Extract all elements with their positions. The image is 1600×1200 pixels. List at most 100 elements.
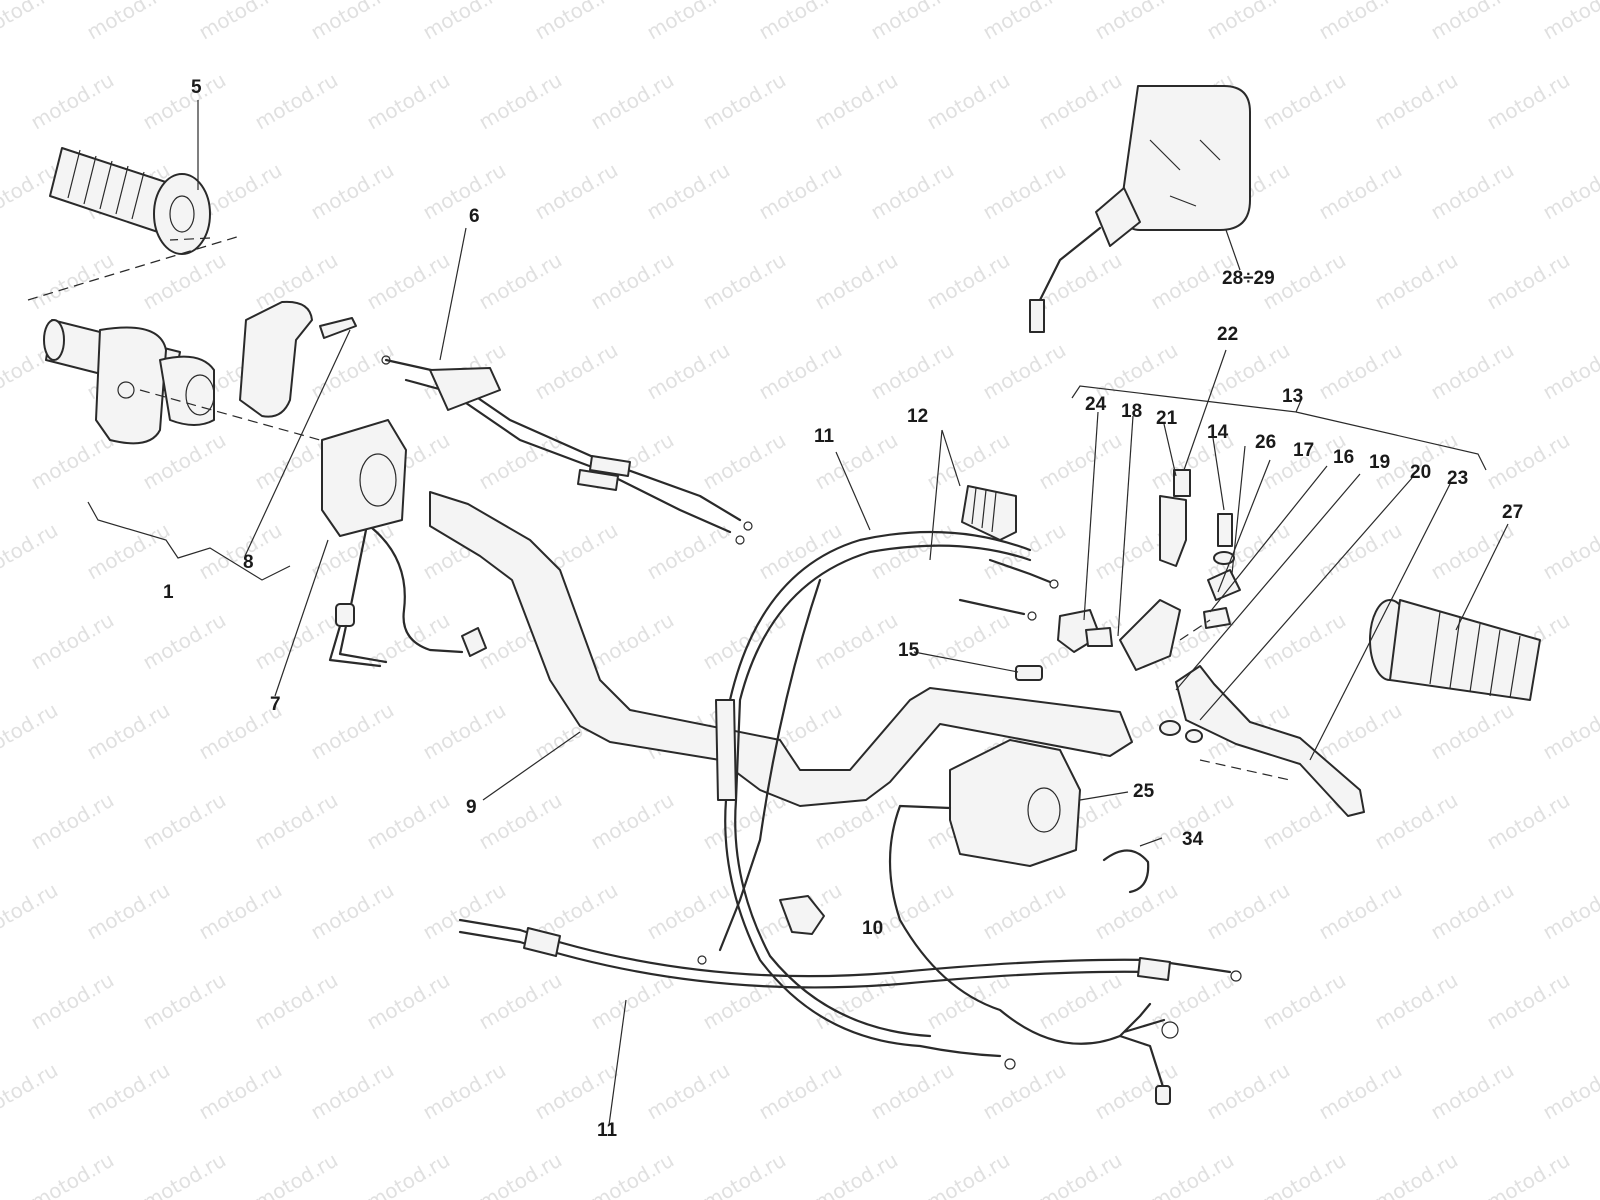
watermark-text: motod.ru — [419, 0, 510, 44]
right-grip — [1369, 599, 1541, 701]
watermark-text: motod.ru — [307, 878, 398, 945]
watermark-text: motod.ru — [1203, 0, 1294, 44]
callout-21: 21 — [1156, 408, 1178, 429]
watermark-text: motod.ru — [419, 878, 510, 945]
watermark-text: motod.ru — [1595, 248, 1600, 315]
watermark-text: motod.ru — [1539, 0, 1600, 44]
watermark-text: motod.ru — [1483, 68, 1574, 135]
watermark-text: motod.ru — [1035, 68, 1126, 135]
watermark-text: motod.ru — [1483, 968, 1574, 1035]
watermark-text: motod.ru — [1595, 608, 1600, 675]
watermark-text: motod.ru — [195, 0, 286, 44]
watermark-text: motod.ru — [83, 698, 174, 765]
watermark-text: motod.ru — [979, 1058, 1070, 1125]
watermark-text: motod.ru — [1091, 0, 1182, 44]
watermark-text: motod.ru — [867, 1058, 958, 1125]
watermark-text: motod.ru — [419, 698, 510, 765]
watermark-text: motod.ru — [139, 788, 230, 855]
watermark-text: motod.ru — [363, 248, 454, 315]
watermark-text: motod.ru — [699, 1148, 790, 1200]
watermark-text: motod.ru — [139, 968, 230, 1035]
throttle-cables — [381, 355, 753, 545]
callout-12: 12 — [907, 406, 928, 427]
callout-24: 24 — [1085, 394, 1107, 415]
watermark-text: motod.ru — [699, 68, 790, 135]
callout-16: 16 — [1333, 447, 1354, 468]
watermark-text: motod.ru — [643, 338, 734, 405]
watermark-text: motod.ru — [1427, 1058, 1518, 1125]
watermark-text: motod.ru — [1035, 248, 1126, 315]
watermark-text: motod.ru — [979, 0, 1070, 44]
watermark-text: motod.ru — [419, 1058, 510, 1125]
watermark-text: motod.ru — [1539, 338, 1600, 405]
watermark-text: motod.ru — [1203, 518, 1294, 585]
callout-8: 8 — [243, 552, 254, 573]
watermark-text: motod.ru — [755, 1058, 846, 1125]
watermark-text: motod.ru — [1371, 968, 1462, 1035]
watermark-text: motod.ru — [699, 428, 790, 495]
watermark-text: motod.ru — [27, 788, 118, 855]
watermark-text: motod.ru — [531, 1058, 622, 1125]
watermark-text: motod.ru — [587, 1148, 678, 1200]
watermark-text: motod.ru — [811, 1148, 902, 1200]
callout-11b: 11 — [597, 1120, 618, 1141]
watermark-text: motod.ru — [1203, 878, 1294, 945]
watermark-text: motod.ru — [251, 788, 342, 855]
watermark-text: motod.ru — [1371, 788, 1462, 855]
watermark-text: motod.ru — [307, 158, 398, 225]
watermark-text: motod.ru — [643, 1058, 734, 1125]
watermark-text: motod.ru — [1483, 1148, 1574, 1200]
watermark-text: motod.ru — [1315, 158, 1406, 225]
watermark-text: motod.ru — [1427, 698, 1518, 765]
watermark-text: motod.ru — [923, 428, 1014, 495]
callout-6: 6 — [469, 206, 480, 227]
watermark-text: motod.ru — [475, 248, 566, 315]
watermark-text: motod.ru — [0, 0, 62, 44]
callout-25: 25 — [1133, 781, 1155, 802]
watermark-text: motod.ru — [1035, 1148, 1126, 1200]
watermark-text: motod.ru — [979, 158, 1070, 225]
handlebar — [429, 491, 1133, 807]
watermark-text: motod.ru — [1259, 608, 1350, 675]
watermark-text: motod.ru — [363, 608, 454, 675]
watermark-text: motod.ru — [363, 788, 454, 855]
watermark-text: motod.ru — [1539, 878, 1600, 945]
watermark-text: motod.ru — [1483, 248, 1574, 315]
watermark-text: motod.ru — [1595, 68, 1600, 135]
leader-lines — [197, 100, 1509, 1126]
watermark-text: motod.ru — [27, 968, 118, 1035]
watermark-text: motod.ru — [587, 248, 678, 315]
callout-9: 9 — [466, 797, 477, 818]
watermark-text: motod.ru — [27, 248, 118, 315]
callout-13: 13 — [1282, 386, 1303, 407]
callout-19: 19 — [1369, 452, 1390, 473]
watermark-text: motod.ru — [83, 518, 174, 585]
watermark-text: motod.ru — [139, 248, 230, 315]
watermark-text: motod.ru — [251, 608, 342, 675]
watermark-text: motod.ru — [1371, 1148, 1462, 1200]
watermark-text: motod.ru — [923, 248, 1014, 315]
watermark-text: motod.ru — [531, 338, 622, 405]
watermark-text: motod.ru — [1427, 338, 1518, 405]
callout-22: 22 — [1217, 324, 1238, 345]
watermark-text: motod.ru — [363, 1148, 454, 1200]
watermark-text: motod.ru — [195, 1058, 286, 1125]
watermark-text: motod.ru — [475, 68, 566, 135]
watermark-text: motod.ru — [83, 1058, 174, 1125]
callout-14: 14 — [1207, 422, 1229, 443]
watermark-text: motod.ru — [1035, 968, 1126, 1035]
watermark-text: motod.ru — [811, 608, 902, 675]
left-switch-housing — [321, 419, 487, 668]
clutch-lever — [1159, 665, 1365, 817]
watermark-text: motod.ru — [1371, 68, 1462, 135]
watermark-text: motod.ru — [867, 338, 958, 405]
watermark-text: motod.ru — [1595, 428, 1600, 495]
watermark-text: motod.ru — [587, 608, 678, 675]
watermark-text: motod.ru — [923, 608, 1014, 675]
callout-18: 18 — [1121, 401, 1142, 422]
watermark-text: motod.ru — [699, 248, 790, 315]
watermark-text: motod.ru — [1371, 248, 1462, 315]
watermark-text: motod.ru — [27, 68, 118, 135]
watermark-text: motod.ru — [139, 608, 230, 675]
